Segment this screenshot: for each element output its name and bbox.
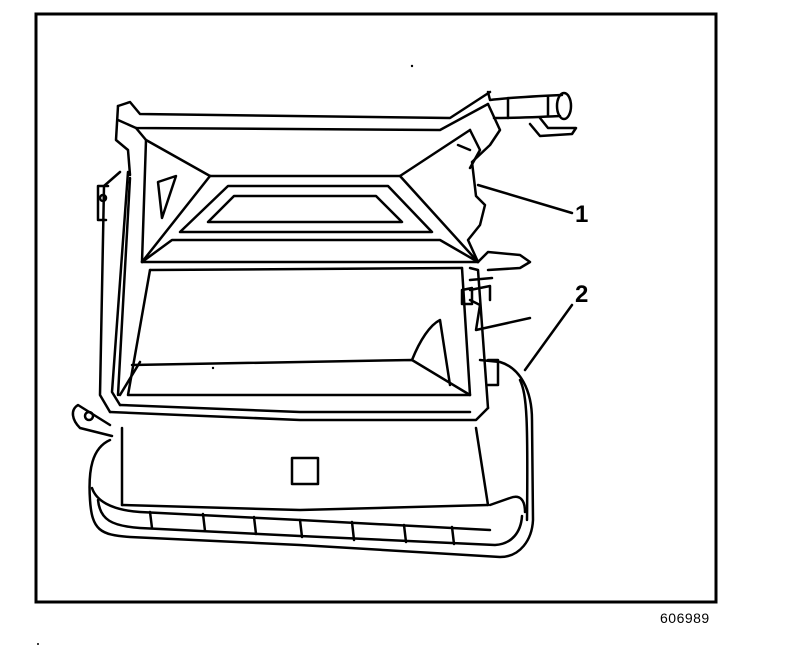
callout-2: 2 <box>575 281 588 308</box>
upper-case-frame <box>114 90 532 332</box>
drain-tube <box>486 90 578 138</box>
figure-frame <box>34 12 718 604</box>
figure-id-label: 606989 <box>660 610 710 626</box>
case-lower-body <box>71 403 490 512</box>
lower-tray <box>88 358 535 559</box>
leader-line-1 <box>476 183 574 215</box>
leader-line-2 <box>523 303 574 372</box>
square-vent <box>290 456 320 486</box>
callout-leaders <box>476 183 574 372</box>
callout-1: 1 <box>575 201 588 228</box>
case-main-housing <box>96 170 500 422</box>
